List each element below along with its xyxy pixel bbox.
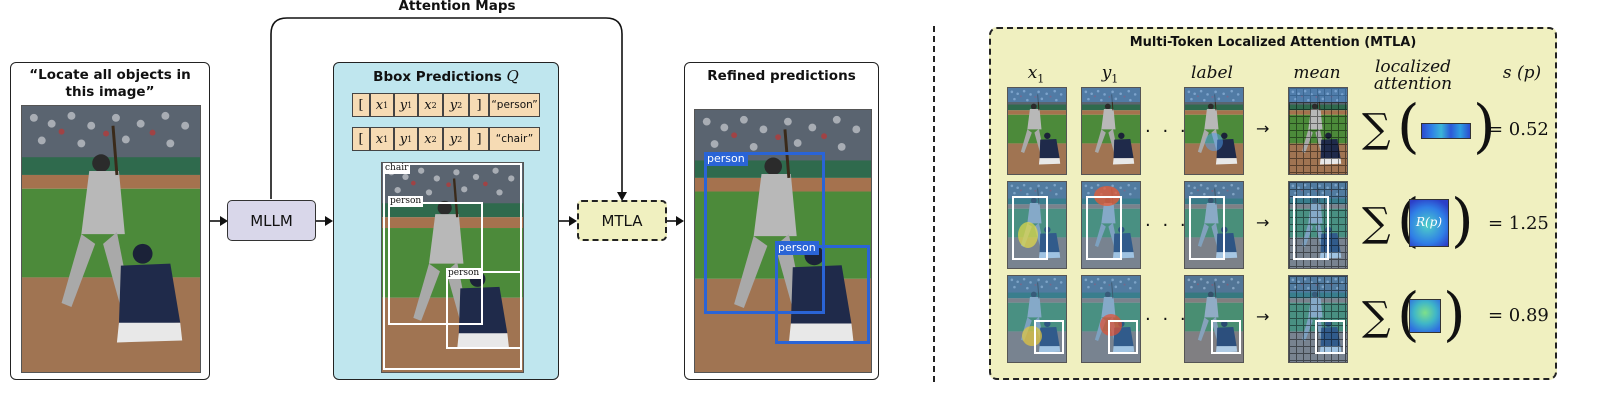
close-paren-row3: ) [1443, 280, 1466, 348]
localized-map-row2 [1409, 199, 1449, 247]
refined-image: person person [694, 109, 872, 373]
header-localized-attention: localized attention [1373, 57, 1453, 94]
bbox-predictions-title: Bbox Predictions Q [373, 67, 519, 86]
header-x1: x1 [1027, 63, 1045, 86]
chair-bbox [383, 163, 522, 370]
refined-person-label-1: person [704, 152, 748, 166]
section-divider [933, 26, 935, 382]
header-score: s (p) [1502, 63, 1542, 83]
refined-predictions-title: Refined predictions [707, 68, 856, 84]
rp-label: R(p) [1415, 215, 1443, 229]
person-bbox-1-label: person [388, 196, 424, 207]
dots-row1: · · · [1145, 121, 1189, 142]
thumb-mean-row1 [1288, 87, 1348, 175]
bbox-image: chair person person [381, 162, 524, 373]
thumb-label-row1 [1184, 87, 1244, 175]
dots-row3: · · · [1145, 309, 1189, 330]
mtla-detail-panel: Multi-Token Localized Attention (MTLA) x… [989, 27, 1557, 380]
person-bbox-2 [446, 271, 522, 349]
arrow-row2: → [1256, 213, 1270, 232]
attention-maps-connector [210, 17, 684, 226]
mtla-block: MTLA [577, 200, 667, 241]
refined-predictions-panel: Refined predictions person person [684, 62, 879, 380]
thumb-mean-row3 [1288, 275, 1348, 363]
header-label: label [1191, 63, 1233, 83]
localized-map-row1 [1421, 123, 1471, 139]
input-image [21, 105, 201, 373]
refined-person-bbox-2 [775, 245, 870, 344]
mtla-label: MTLA [601, 211, 643, 230]
thumb-y1-row2 [1081, 181, 1141, 269]
dots-row2: · · · [1145, 215, 1189, 236]
thumb-label-row2 [1184, 181, 1244, 269]
sum-row3: ∑ [1362, 294, 1391, 340]
arrow-row3: → [1256, 307, 1270, 326]
thumb-x1-row3 [1007, 275, 1067, 363]
mtla-detail-title: Multi-Token Localized Attention (MTLA) [1129, 35, 1417, 50]
thumb-x1-row1 [1007, 87, 1067, 175]
prompt-panel: “Locate all objects in this image” [10, 62, 210, 380]
arrow-row1: → [1256, 119, 1270, 138]
close-paren-row2: ) [1451, 186, 1474, 254]
person-bbox-2-label: person [446, 268, 482, 279]
thumb-y1-row1 [1081, 87, 1141, 175]
refined-person-label-2: person [775, 241, 819, 255]
thumb-y1-row3 [1081, 275, 1141, 363]
thumb-mean-row2 [1288, 181, 1348, 269]
score-row1: = 0.52 [1488, 119, 1549, 140]
open-paren-row1: ( [1397, 92, 1420, 160]
thumb-label-row3 [1184, 275, 1244, 363]
refined-person-bbox-1 [704, 152, 825, 314]
person-bbox-1 [388, 202, 483, 325]
header-mean: mean [1293, 63, 1341, 83]
score-row3: = 0.89 [1488, 305, 1549, 326]
header-y1: y1 [1101, 63, 1119, 86]
attention-maps-label: Attention Maps [398, 0, 516, 14]
sum-row2: ∑ [1362, 200, 1391, 246]
close-paren-row1: ) [1473, 92, 1496, 160]
mllm-block: MLLM [227, 200, 316, 241]
chair-bbox-label: chair [383, 163, 411, 174]
localized-map-row3 [1409, 299, 1441, 333]
sum-row1: ∑ [1362, 106, 1391, 152]
mllm-label: MLLM [250, 211, 293, 230]
score-row2: = 1.25 [1488, 213, 1549, 234]
prompt-text: “Locate all objects in this image” [29, 67, 191, 100]
thumb-x1-row2 [1007, 181, 1067, 269]
